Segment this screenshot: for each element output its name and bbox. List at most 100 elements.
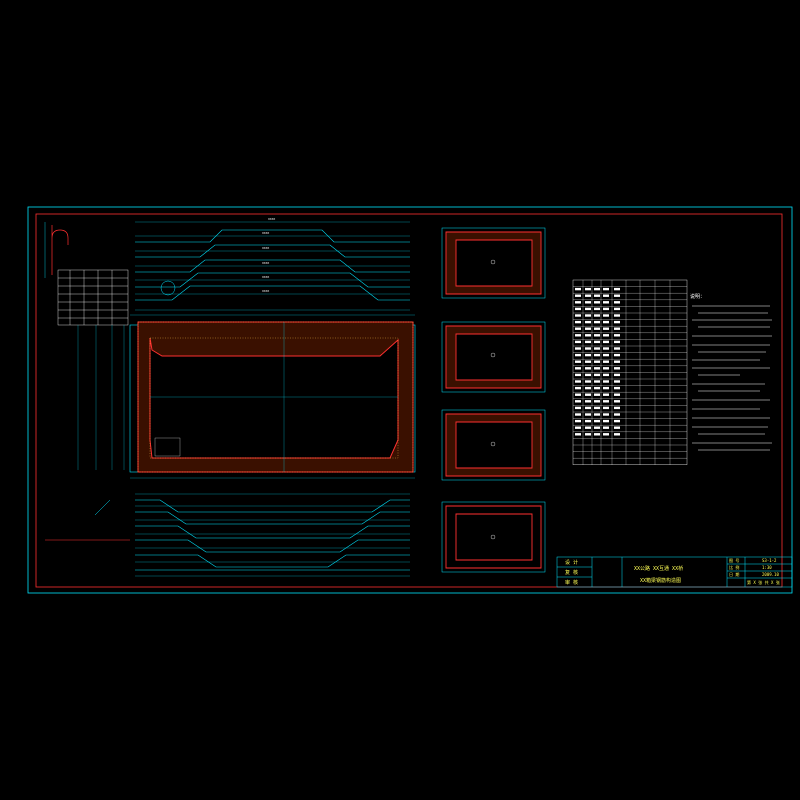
qty-table-cell-mark [585,320,591,324]
qty-table-cell-mark [614,433,620,436]
qty-table-cell-mark [614,393,620,396]
cross-section-4 [441,501,546,573]
qty-table-cell-mark [603,433,609,436]
qty-table-cell-mark [594,433,600,436]
qty-table-cell-mark [614,347,620,350]
tb-value-date: 2009.10 [762,572,779,577]
qty-table-cell-mark [614,400,620,403]
qty-table-cell-mark [575,294,581,297]
tb-label-drawing-no: 图 号 [729,557,739,563]
qty-table-cell-mark [614,373,620,377]
outer-frame [27,206,793,594]
qty-table-cell-mark [603,307,609,311]
svg-text:XXXX: XXXX [262,246,269,250]
qty-table-cell-mark [585,400,591,403]
qty-table-cell-mark [575,413,581,416]
svg-text:XXXX: XXXX [268,217,275,221]
title-block [556,556,793,588]
cross-section-3 [441,409,546,481]
qty-table-cell-mark [585,406,591,410]
qty-table-cell-mark [575,307,581,311]
qty-table-cell-mark [575,419,581,423]
qty-table-cell-mark [585,386,591,390]
cross-section-1 [441,227,546,299]
qty-table-cell-mark [614,386,620,390]
qty-table-cell-mark [594,334,600,337]
qty-table-cell-mark [594,347,600,350]
qty-table-cell-mark [585,307,591,311]
qty-table-cell-mark [575,320,581,324]
qty-table-cell-mark [575,373,581,377]
qty-table-cell-mark [594,327,600,330]
main-left-dims [77,314,415,479]
qty-table-cell-mark [585,353,591,357]
qty-table-cell-mark [614,301,620,304]
notes-heading: 说明： [690,293,705,300]
tb-label-date: 日 期 [729,571,739,577]
qty-table-cell-mark [594,367,600,370]
qty-table-cell-mark [575,400,581,403]
qty-table-cell-mark [614,413,620,416]
small-schedule-table [57,269,129,326]
qty-table-cell-mark [575,426,581,429]
tb-label-sheet: 第 X 张 共 X 张 [747,579,780,585]
qty-table-cell-mark [603,386,609,390]
qty-table-cell-mark [603,287,609,291]
qty-table-cell-mark [585,360,591,363]
qty-table-cell-mark [594,373,600,377]
left-bend-detail [94,499,111,516]
qty-table-cell-mark [603,353,609,357]
qty-table-cell-mark [594,287,600,291]
tb-title-line1: XX公路 XX互通 XX桥 [634,565,683,572]
qty-table-cell-mark [603,419,609,423]
qty-table-cell-mark [585,327,591,330]
qty-table-cell-mark [614,307,620,311]
bend-circle-detail [160,280,176,296]
qty-table-cell-mark [575,340,581,344]
inner-border [35,213,783,588]
qty-table-cell-mark [594,353,600,357]
qty-table-cell-mark [594,406,600,410]
qty-table-cell-mark [575,393,581,396]
qty-table-cell-mark [575,314,581,317]
qty-table-cell-mark [614,419,620,423]
qty-table-cell-mark [585,373,591,377]
svg-text:XXXX: XXXX [262,261,269,265]
qty-table-cell-mark [594,360,600,363]
qty-table-cell-mark [603,327,609,330]
qty-table-cell-mark [575,327,581,330]
lower-dim-lines [135,493,410,577]
qty-table-cell-mark [603,334,609,337]
qty-table-cell-mark [585,347,591,350]
tb-label-checker: 复 核 [565,569,578,576]
qty-table-cell-mark [585,314,591,317]
qty-table-cell-mark [585,393,591,396]
qty-table-cell-mark [603,314,609,317]
qty-table-cell-mark [575,433,581,436]
qty-table-cell-mark [575,367,581,370]
qty-table-cell-mark [594,320,600,324]
tb-value-scale: 1:30 [762,565,772,570]
qty-table-cell-mark [585,380,591,383]
qty-table-cell-mark [594,340,600,344]
qty-table-cell-mark [575,353,581,357]
qty-table-cell-mark [585,287,591,291]
qty-table-cell-mark [603,360,609,363]
qty-table-cell-mark [585,419,591,423]
tb-label-reviewer: 审 核 [565,579,578,586]
qty-table-cell-mark [603,406,609,410]
qty-table-cell-mark [585,301,591,304]
qty-table-cell-mark [594,400,600,403]
qty-table-cell-mark [594,301,600,304]
qty-table-cell-mark [585,413,591,416]
qty-table-cell-mark [575,334,581,337]
qty-table-cell-mark [575,301,581,304]
qty-table-cell-mark [603,426,609,429]
qty-table-cell-mark [594,294,600,297]
qty-table-cell-mark [614,340,620,344]
qty-table-cell-mark [614,287,620,291]
svg-text:XXXX: XXXX [262,275,269,279]
lower-rebar-shapes [135,499,410,571]
svg-text:XXXX: XXXX [262,289,269,293]
qty-table-cell-mark [575,386,581,390]
